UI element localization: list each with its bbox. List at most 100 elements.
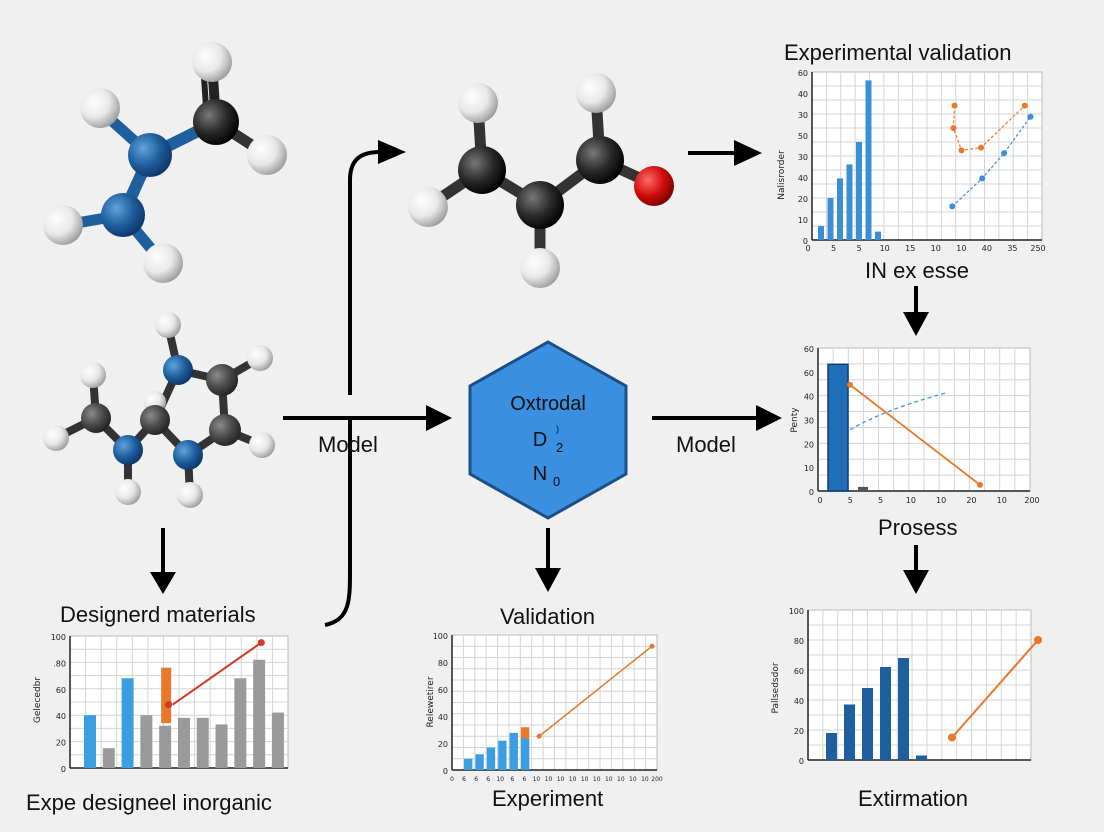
- y-tick-label: 60: [56, 686, 66, 695]
- x-tick-label: 10: [880, 244, 890, 253]
- x-tick-label: 10: [956, 244, 966, 253]
- trend-end-point: [257, 639, 265, 647]
- bar-highlight: [520, 727, 530, 739]
- bar: [509, 732, 518, 770]
- y-tick-label: 20: [794, 727, 804, 736]
- label-model-left: Model: [318, 432, 378, 457]
- x-tick-label: 6: [510, 776, 514, 783]
- bar: [177, 717, 190, 768]
- x-tick-label: 0: [450, 776, 454, 783]
- x-tick-label: 35: [1007, 244, 1017, 253]
- bar: [916, 755, 927, 760]
- y-tick-label: 30: [798, 111, 808, 120]
- y-axis-label: Pallsedsdor: [771, 662, 781, 713]
- y-tick-label: 80: [438, 659, 448, 668]
- trend-line: [171, 641, 262, 706]
- scatter-point-blue: [1001, 150, 1008, 157]
- molecule-top-middle: [408, 73, 674, 288]
- bar: [875, 231, 881, 240]
- x-tick-label: 10: [581, 776, 589, 783]
- bar: [486, 747, 496, 770]
- y-tick-label: .80: [53, 659, 66, 668]
- x-tick-label: 5: [831, 244, 836, 253]
- x-tick-label: 10: [533, 776, 541, 783]
- bar: [844, 704, 855, 760]
- bar: [856, 142, 862, 240]
- y-tick-label: 60: [794, 667, 804, 676]
- x-tick-label: 200: [651, 776, 663, 783]
- x-tick-label: 40: [982, 244, 992, 253]
- y-tick-label: 0: [61, 765, 66, 774]
- bar: [826, 733, 837, 760]
- x-tick-label: 10: [545, 776, 553, 783]
- x-tick-label: 10: [593, 776, 601, 783]
- bar: [159, 725, 172, 768]
- bar: [271, 712, 284, 768]
- x-tick-label: 5: [878, 496, 883, 505]
- label-validation: Validation: [500, 604, 595, 629]
- y-tick-label: 30: [804, 417, 814, 426]
- x-tick-label: 5: [857, 244, 862, 253]
- scatter-point-orange: [951, 102, 958, 109]
- y-tick-label: 20: [438, 740, 448, 749]
- bar: [846, 164, 853, 240]
- molecule-top-left: [43, 42, 287, 283]
- trend-line-orange: [849, 384, 981, 486]
- x-tick-label: 6: [522, 776, 526, 783]
- trend-point-orange: [1034, 636, 1042, 644]
- y-tick-label: 0: [803, 237, 808, 246]
- bar: [84, 715, 96, 768]
- label-model-right: Model: [676, 432, 736, 457]
- x-tick-label: 6: [462, 776, 466, 783]
- x-tick-label: 10: [496, 776, 504, 783]
- y-tick-label: 60: [798, 69, 808, 78]
- trend-end-point: [649, 643, 655, 649]
- y-tick-label: 60: [804, 369, 814, 378]
- y-tick-label: 40: [798, 90, 808, 99]
- trend-point-orange: [847, 381, 853, 388]
- x-tick-label: 10: [906, 496, 916, 505]
- scatter-point-orange: [950, 125, 957, 131]
- bar: [215, 724, 228, 768]
- connector-upper: [348, 150, 381, 395]
- x-tick-label: 5: [848, 496, 853, 505]
- label-in-ex-esse: IN ex esse: [865, 258, 969, 283]
- y-tick-label: 30: [798, 153, 808, 162]
- connector-lower: [324, 420, 352, 627]
- y-tick-label: 60: [804, 345, 814, 354]
- x-tick-label: 10: [641, 776, 649, 783]
- y-tick-label: 60: [438, 686, 448, 695]
- label-extirmation: Extirmation: [858, 786, 968, 811]
- y-tick-label: 0: [443, 767, 448, 776]
- bar: [827, 363, 849, 492]
- trend-start-point: [165, 701, 173, 709]
- bar: [121, 678, 134, 768]
- y-axis-label: Relewetirer: [426, 676, 436, 727]
- bar: [862, 688, 873, 760]
- x-tick-label: 15: [905, 244, 915, 253]
- y-tick-label: 40: [438, 713, 448, 722]
- x-tick-label: 10: [931, 244, 941, 253]
- bar: [865, 80, 872, 241]
- bar: [827, 198, 834, 240]
- x-tick-label: 0: [805, 244, 810, 253]
- y-tick-label: 40: [798, 174, 808, 183]
- bar-highlight: [161, 667, 172, 724]
- y-axis-label: Gelecedbr: [33, 677, 43, 723]
- y-tick-label: 10: [804, 464, 814, 473]
- y-tick-label: 100: [433, 632, 448, 641]
- y-tick-label: 0: [799, 757, 804, 766]
- y-tick-label: 100: [51, 633, 66, 642]
- scatter-point-orange: [978, 144, 985, 151]
- label-experimental-validation: Experimental validation: [784, 40, 1011, 65]
- label-experiment: Experiment: [492, 786, 603, 811]
- bar: [880, 667, 891, 760]
- hexagon-line3: N: [533, 463, 547, 485]
- scatter-point-blue: [949, 203, 956, 210]
- hexagon-line2: D: [533, 429, 547, 451]
- x-tick-label: 20: [966, 496, 976, 505]
- molecule-ring: [43, 312, 275, 508]
- x-tick-label: 10: [605, 776, 613, 783]
